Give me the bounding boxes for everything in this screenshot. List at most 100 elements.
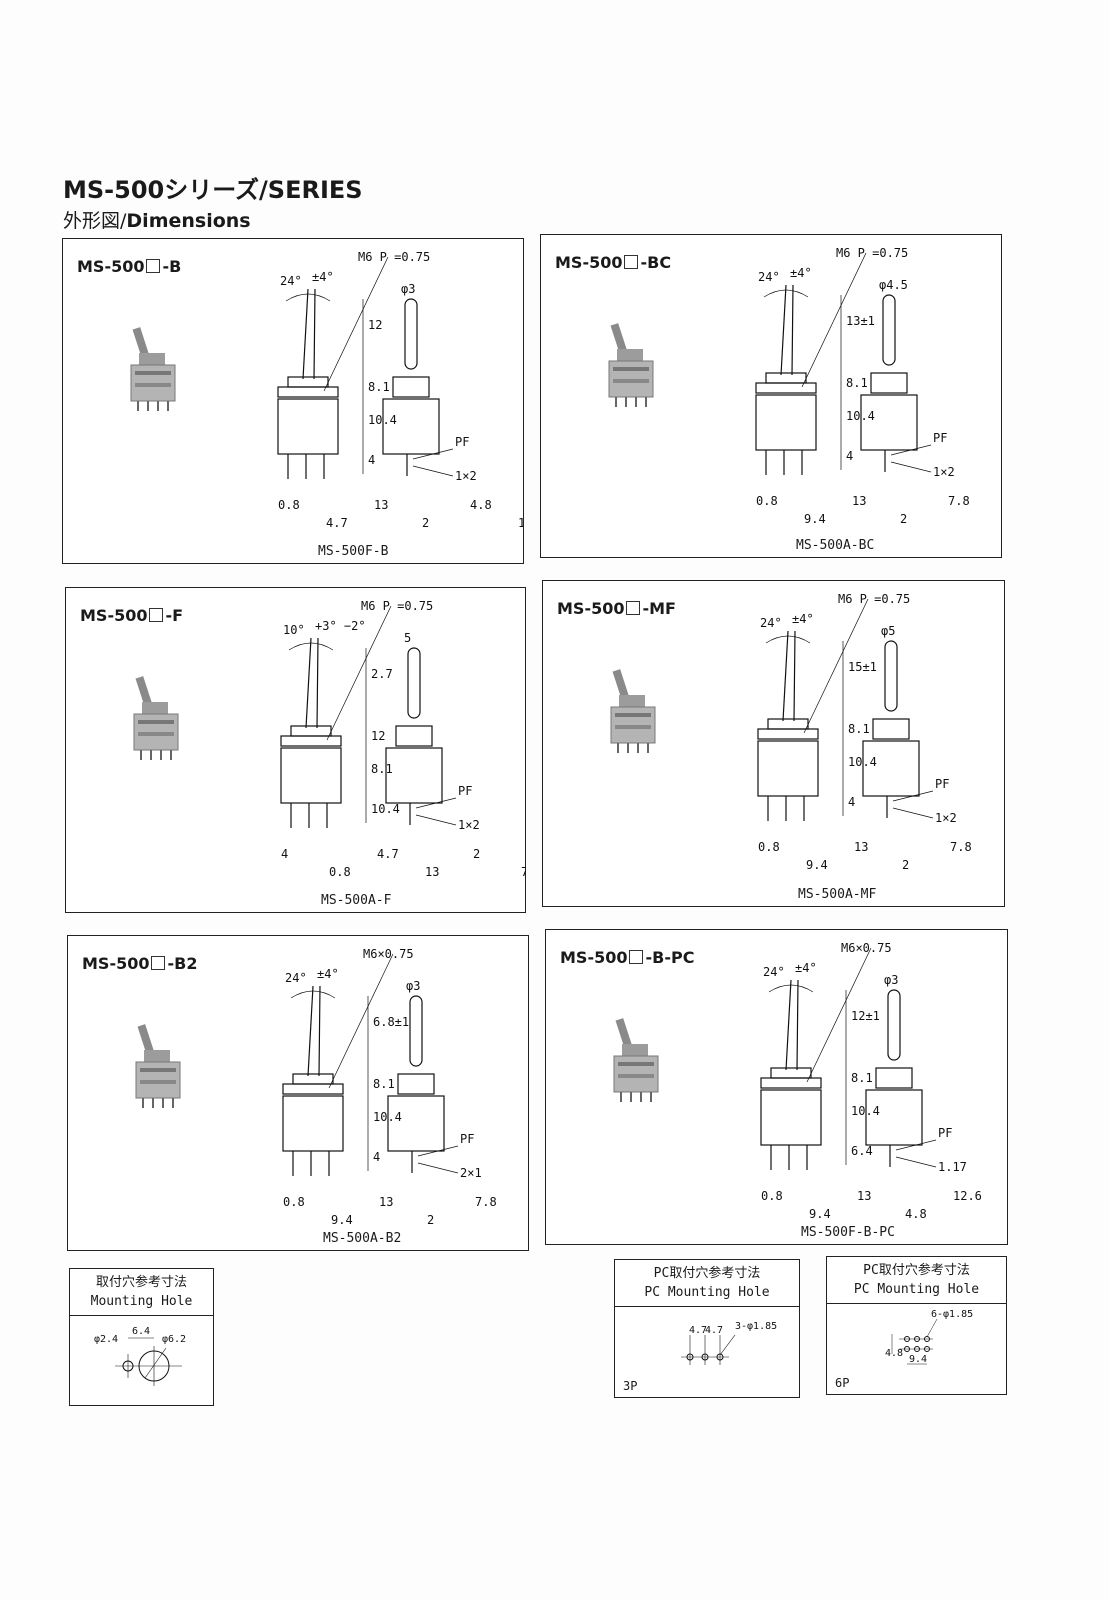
dimension-value: 4.8 xyxy=(470,498,492,512)
dimension-drawing: M6×0.7524°±4°φ3PF1.1712±18.110.46.40.89.… xyxy=(760,941,982,1221)
panel-model-title: MS-500-BC xyxy=(555,253,671,272)
body-front xyxy=(860,394,918,451)
dimension-value: 10.4 xyxy=(851,1104,880,1118)
large-hole-dia: φ6.2 xyxy=(162,1334,186,1345)
note-pf: PF xyxy=(458,784,472,798)
lever-front xyxy=(884,640,898,712)
dimension-value: 13 xyxy=(374,498,388,512)
dimension-value: 10.4 xyxy=(848,755,877,769)
drawing-caption: MS-500A-MF xyxy=(798,887,877,902)
variant-box-icon xyxy=(146,259,161,273)
dimension-value: 8.1 xyxy=(373,1077,395,1091)
variant-box-icon xyxy=(624,255,639,269)
variant-box-icon xyxy=(149,608,164,622)
drawing-caption: MS-500A-BC xyxy=(796,538,875,553)
lever-angle: 24° xyxy=(763,965,785,979)
dimension-value: 4 xyxy=(848,795,855,809)
pc-6p-title-jp: PC取付穴参考寸法 xyxy=(863,1263,970,1278)
angle-arc xyxy=(288,642,334,651)
dimension-drawing: M6 P =0.7524°±4°φ3PF1×2128.110.440.84.71… xyxy=(277,250,523,530)
note-terminal: 1×2 xyxy=(933,465,955,479)
note-terminal: 1.17 xyxy=(938,1160,967,1174)
dimension-value: 4 xyxy=(846,449,853,463)
switch-body xyxy=(757,740,819,797)
panel-model-title: MS-500-MF xyxy=(557,599,676,618)
lever-front xyxy=(404,298,418,370)
dimension-value: 12±1 xyxy=(851,1009,880,1023)
bushing-diameter: 5 xyxy=(404,631,411,645)
pin-count-label: 3P xyxy=(623,1379,638,1393)
switch-body xyxy=(280,747,342,804)
lever xyxy=(780,284,787,376)
bushing-diameter: φ5 xyxy=(881,624,895,638)
dimension-value: 2.7 xyxy=(371,667,393,681)
panel-model-title: MS-500-F xyxy=(80,606,183,625)
thread-spec: M6 P =0.75 xyxy=(838,592,910,606)
drawing-caption: MS-500F-B xyxy=(318,544,389,559)
dimension-drawing: M6 P =0.7524°±4°φ4.5PF1×213±18.110.440.8… xyxy=(755,246,970,526)
dimension-value: 2 xyxy=(427,1213,434,1227)
body-front xyxy=(865,1089,923,1146)
nut xyxy=(757,728,819,740)
model-suffix: -B-PC xyxy=(645,948,695,967)
row-pitch: 4.8 xyxy=(885,1348,903,1359)
dimension-value: 9.4 xyxy=(806,858,828,872)
lever-angle: 24° xyxy=(280,274,302,288)
drawing-caption: MS-500F-B-PC xyxy=(801,1225,895,1240)
model-suffix: -B xyxy=(162,257,182,276)
thread-spec: M6×0.75 xyxy=(363,947,414,961)
small-hole-dia: φ2.4 xyxy=(94,1334,118,1345)
switch-body xyxy=(755,394,817,451)
nut xyxy=(277,386,339,398)
switch-photo xyxy=(608,323,654,407)
dimension-value: 4 xyxy=(373,1150,380,1164)
bushing xyxy=(767,718,809,730)
dimension-value: 13 xyxy=(379,1195,393,1209)
dimension-value: 15±1 xyxy=(848,660,877,674)
mounting-hole-box: 取付穴参考寸法 Mounting Hole φ2.4 6.4 φ6.2 xyxy=(69,1268,214,1406)
dimension-value: 10.4 xyxy=(368,413,397,427)
dimension-value: 12.6 xyxy=(518,516,523,530)
dimension-value: 4 xyxy=(281,847,288,861)
bushing xyxy=(287,376,329,388)
angle-tolerance: ±4° xyxy=(790,266,812,280)
switch-body xyxy=(282,1095,344,1152)
thread-spec: M6 P =0.75 xyxy=(358,250,430,264)
bushing xyxy=(290,725,332,737)
pitch-1: 4.7 xyxy=(689,1325,707,1336)
dimension-value: 13 xyxy=(857,1189,871,1203)
thread-spec: M6 P =0.75 xyxy=(361,599,433,613)
dimension-value: 13 xyxy=(852,494,866,508)
switch-body xyxy=(760,1089,822,1146)
dimension-value: 10.4 xyxy=(846,409,875,423)
dimension-value: 8.1 xyxy=(371,762,393,776)
dimension-value: 4.8 xyxy=(905,1207,927,1221)
pc-3p-title-en: PC Mounting Hole xyxy=(644,1285,770,1300)
panel-model-title: MS-500 -B xyxy=(77,257,181,276)
dimension-value: 8.1 xyxy=(846,376,868,390)
angle-arc xyxy=(768,984,814,993)
dimension-value: 0.8 xyxy=(761,1189,783,1203)
dimension-value: 6.8±1 xyxy=(373,1015,409,1029)
angle-tolerance: ±4° xyxy=(795,961,817,975)
pc-3p-title-jp: PC取付穴参考寸法 xyxy=(653,1266,761,1281)
lever-front xyxy=(882,294,896,366)
dimension-value: 7.8 xyxy=(948,494,970,508)
model-suffix: -BC xyxy=(640,253,672,272)
dimension-value: 0.8 xyxy=(278,498,300,512)
hole-gap: 6.4 xyxy=(132,1326,150,1337)
model-prefix: MS-500 xyxy=(77,257,145,276)
col-span: 9.4 xyxy=(909,1354,927,1365)
mounting-hole-title-jp: 取付穴参考寸法 xyxy=(95,1275,187,1290)
lever xyxy=(785,979,792,1071)
model-suffix: -F xyxy=(165,606,184,625)
angle-arc xyxy=(285,293,331,302)
dimension-value: 10.4 xyxy=(371,802,400,816)
pitch-2: 4.7 xyxy=(705,1325,723,1336)
hole-spec: 6-φ1.85 xyxy=(931,1309,973,1320)
lever xyxy=(302,288,309,380)
bushing-diameter: φ3 xyxy=(401,282,415,296)
